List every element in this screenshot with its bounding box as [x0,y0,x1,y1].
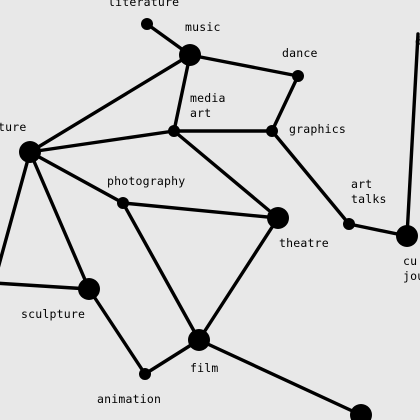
node-culture-journal [396,225,418,247]
node-offscreen-bottom-right [350,404,372,420]
edge-culture-offscreen-left [0,150,32,268]
label-line-culture-journal-0: cu [403,254,417,268]
label-line-photography-0: photography [107,174,185,188]
edge-photography-theatre [121,201,280,220]
node-layer [19,18,418,420]
label-line-film-0: film [190,361,219,375]
label-culture-journal: cujou [403,254,420,283]
label-line-partial-top-right-0: d [415,34,420,48]
edge-media-art-culture [28,129,176,154]
label-line-media-art-0: media [190,91,226,105]
label-culture: ture [0,120,27,134]
label-line-graphics-0: graphics [289,122,346,136]
label-film: film [190,361,219,375]
label-dance: dance [282,46,318,60]
label-theatre: theatre [279,236,329,250]
edge-music-media-art [172,53,192,133]
edge-media-art-theatre [172,129,280,220]
edge-sculpture-animation [87,287,147,376]
edge-graphics-art-talks [270,129,351,226]
node-art-talks [343,218,355,230]
label-line-art-talks-1: talks [351,192,387,206]
node-literature [141,18,153,30]
label-line-literature-0: literature [108,0,179,9]
label-literature: literature [108,0,179,9]
node-culture [19,141,41,163]
node-film [188,329,210,351]
label-line-animation-0: animation [97,392,161,406]
label-music: music [185,20,221,34]
edge-culture-photography [28,150,125,205]
label-animation: animation [97,392,161,406]
node-music [179,44,201,66]
label-photography: photography [107,174,185,188]
edge-music-culture [28,53,192,154]
edge-offscreen-left-sculpture [0,281,91,291]
label-line-dance-0: dance [282,46,318,60]
edge-music-dance [188,53,300,78]
label-partial-top-right: d [415,34,420,48]
node-sculpture [78,278,100,300]
label-line-art-talks-0: art [351,177,372,191]
edge-film-offscreen-bottom-right [197,338,363,417]
edge-culture-journal-partial-top-right [405,32,420,238]
node-animation [139,368,151,380]
edge-dance-graphics [270,74,300,133]
node-theatre [267,207,289,229]
edge-layer [0,22,420,417]
node-media-art [168,125,180,137]
node-photography [117,197,129,209]
label-line-culture-0: ture [0,120,27,134]
node-graphics [266,125,278,137]
node-dance [292,70,304,82]
label-line-media-art-1: art [190,106,211,120]
label-line-sculpture-0: sculpture [21,307,85,321]
label-graphics: graphics [289,122,346,136]
label-line-theatre-0: theatre [279,236,329,250]
edge-theatre-film [197,216,280,342]
label-line-culture-journal-1: jou [403,269,420,283]
edge-culture-sculpture [28,150,91,291]
label-line-music-0: music [185,20,221,34]
edge-photography-film [121,201,201,342]
label-sculpture: sculpture [21,307,85,321]
